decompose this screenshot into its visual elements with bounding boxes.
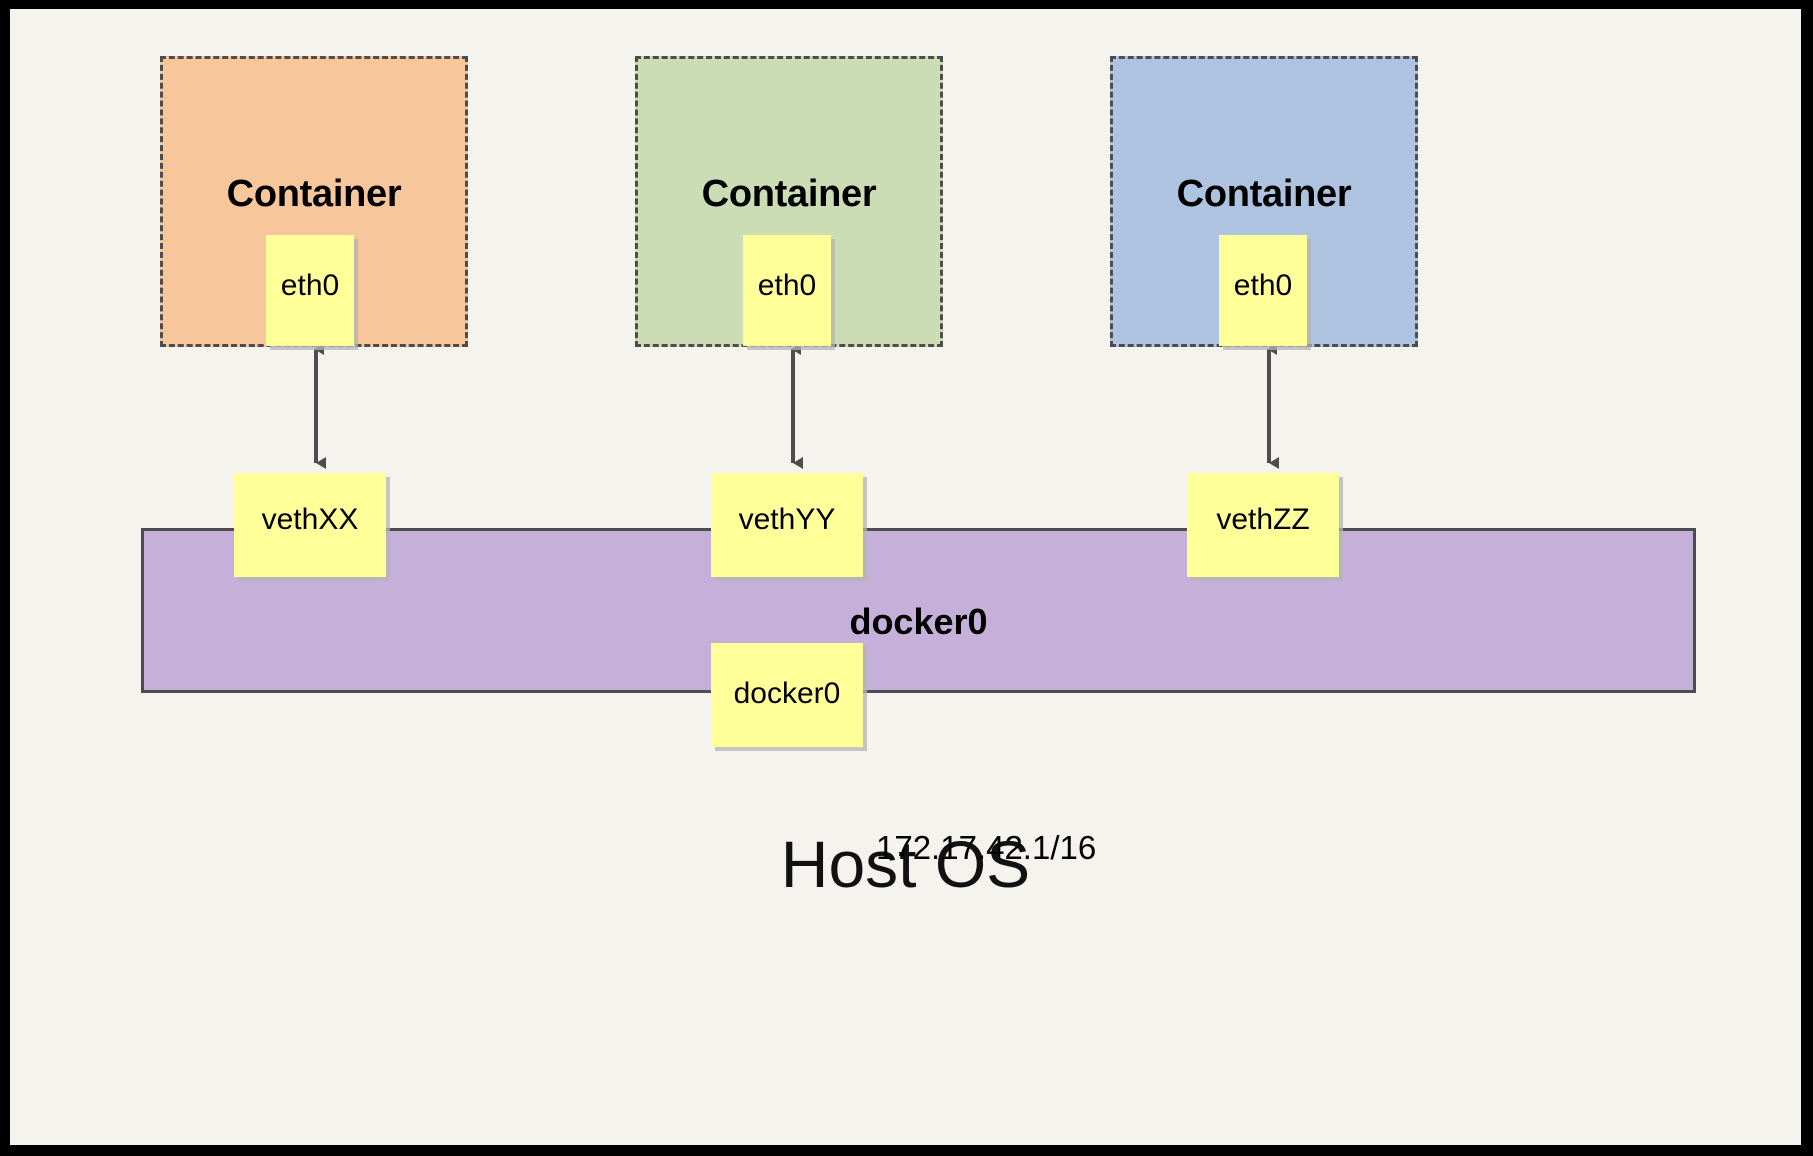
veth-interface-3[interactable]: vethZZ xyxy=(1187,473,1339,577)
veth-label-2: vethYY xyxy=(738,503,836,536)
docker0-bridge-bar[interactable]: docker0 xyxy=(141,528,1696,693)
docker0-interface-label: docker0 xyxy=(733,677,841,710)
bridge-ip-address: 172.17.42.1/16 xyxy=(876,829,1097,866)
eth0-interface-3[interactable]: eth0 xyxy=(1219,235,1307,346)
eth0-interface-1[interactable]: eth0 xyxy=(266,235,354,346)
veth-link-arrow-1 xyxy=(314,343,326,469)
container-title-3: Container xyxy=(1176,173,1352,215)
eth0-label-3: eth0 xyxy=(1233,269,1293,302)
veth-label-3: vethZZ xyxy=(1216,503,1310,536)
veth-label-1: vethXX xyxy=(261,503,359,536)
container-title-2: Container xyxy=(701,173,877,215)
container-title-1: Container xyxy=(226,173,402,215)
host-os-label: Host OS xyxy=(780,827,1031,901)
veth-interface-2[interactable]: vethYY xyxy=(711,473,863,577)
veth-link-arrow-3 xyxy=(1267,343,1279,469)
eth0-label-2: eth0 xyxy=(757,269,817,302)
docker0-interface-tag[interactable]: docker0 xyxy=(711,643,863,747)
veth-interface-1[interactable]: vethXX xyxy=(234,473,386,577)
diagram-canvas: Container eth0 Container eth0 Container … xyxy=(10,9,1801,1145)
eth0-interface-2[interactable]: eth0 xyxy=(743,235,831,346)
veth-link-arrow-2 xyxy=(791,343,803,469)
docker0-bridge-label: docker0 xyxy=(849,601,988,642)
eth0-label-1: eth0 xyxy=(280,269,340,302)
